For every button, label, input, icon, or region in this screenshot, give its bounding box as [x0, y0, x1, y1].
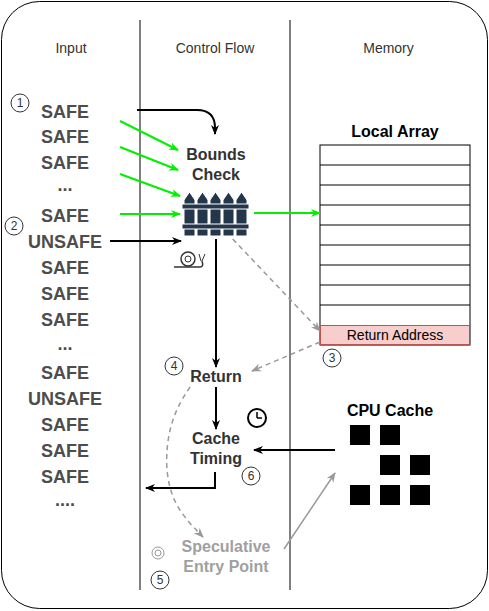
target-ring — [155, 550, 161, 556]
input-item: SAFE — [41, 363, 89, 383]
input-item: SAFE — [41, 102, 89, 122]
cache-line — [350, 425, 370, 445]
connector — [233, 239, 320, 331]
clock-face — [248, 409, 266, 427]
input-item: SAFE — [41, 284, 89, 304]
clock-icon — [248, 409, 266, 427]
array-row-lines — [320, 165, 470, 305]
input-item: .... — [55, 490, 75, 510]
cache-line — [410, 455, 430, 475]
node-text: Bounds Check — [178, 145, 254, 185]
output-arrow — [146, 472, 215, 488]
node-text: Memory — [290, 40, 487, 56]
target-icon — [152, 547, 164, 559]
callout-number: 6 — [248, 469, 255, 483]
node-text: Return — [180, 367, 252, 387]
input-arrow — [137, 110, 215, 134]
connector — [252, 342, 320, 371]
node-text: Input — [2, 40, 140, 56]
connector — [215, 387, 217, 429]
cache-block: CPU Cache — [335, 400, 445, 508]
speculative-node: Speculative Entry Point — [168, 537, 284, 577]
input-arrow — [120, 174, 180, 196]
input-arrow — [120, 147, 178, 170]
input-arrow — [110, 240, 181, 242]
cache-line — [350, 485, 370, 505]
column-band: MemoryLocal ArrayReturn AddressCPU Cache — [290, 20, 487, 590]
connector — [284, 473, 335, 549]
cache-squares — [350, 425, 430, 505]
connector — [215, 239, 217, 367]
target-ring — [152, 547, 164, 559]
input-arrow — [120, 121, 178, 150]
callout-circle — [151, 571, 169, 589]
input-item: SAFE — [41, 310, 89, 330]
input-item: SAFE — [41, 127, 89, 147]
callout-number: 2 — [11, 219, 18, 233]
input-item: SAFE — [41, 206, 89, 226]
cache-line — [380, 425, 400, 445]
fence-rail — [182, 224, 249, 229]
callout-number: 4 — [171, 359, 178, 373]
check-node: Bounds Check — [178, 145, 254, 239]
snail-shell — [181, 252, 195, 266]
node-text: Cache Timing — [178, 429, 254, 469]
cache-line — [410, 485, 430, 505]
cache-line — [380, 485, 400, 505]
cache-line — [380, 455, 400, 475]
input-item: SAFE — [41, 441, 89, 461]
node-text: Control Flow — [140, 40, 290, 56]
input-item: ... — [57, 175, 72, 195]
input-item: SAFE — [41, 415, 89, 435]
snail-antenna — [199, 254, 205, 261]
column-band: Control FlowBounds CheckReturnCache Timi… — [140, 20, 290, 590]
input-item: SAFE — [41, 258, 89, 278]
connector — [254, 449, 335, 451]
callout-number: 5 — [157, 573, 164, 587]
callout-circle — [323, 349, 341, 367]
callout-circles — [5, 94, 341, 589]
column-divider — [290, 20, 291, 590]
node-text: Speculative Entry Point — [168, 537, 284, 577]
callout-number: 1 — [17, 96, 24, 110]
memory-table: Local ArrayReturn Address — [320, 120, 470, 346]
input-item: SAFE — [41, 467, 89, 487]
callout-circle — [11, 94, 29, 112]
fence-icon — [182, 192, 249, 236]
callout-circle — [242, 467, 260, 485]
clock-hands — [257, 412, 262, 418]
connector — [254, 212, 320, 214]
input-item: ... — [57, 334, 72, 354]
column-divider — [140, 20, 141, 590]
input-arrow — [120, 213, 180, 215]
input-item: UNSAFE — [28, 389, 102, 409]
fence-rail — [182, 204, 249, 209]
callout-circle — [5, 217, 23, 235]
input-item: SAFE — [41, 153, 89, 173]
process-node: Return — [180, 367, 252, 387]
node-text: CPU Cache — [335, 400, 445, 422]
snail-spiral — [185, 256, 191, 262]
node-text: Return Address — [347, 326, 444, 344]
process-node: Cache Timing — [178, 429, 254, 469]
table-row: Return Address — [320, 325, 470, 345]
array-table — [320, 145, 470, 345]
callout-number: 3 — [329, 351, 336, 365]
callout-circle — [165, 357, 183, 375]
input-item: UNSAFE — [28, 232, 102, 252]
node-text: Local Array — [320, 120, 470, 144]
snail-icon — [174, 252, 205, 267]
